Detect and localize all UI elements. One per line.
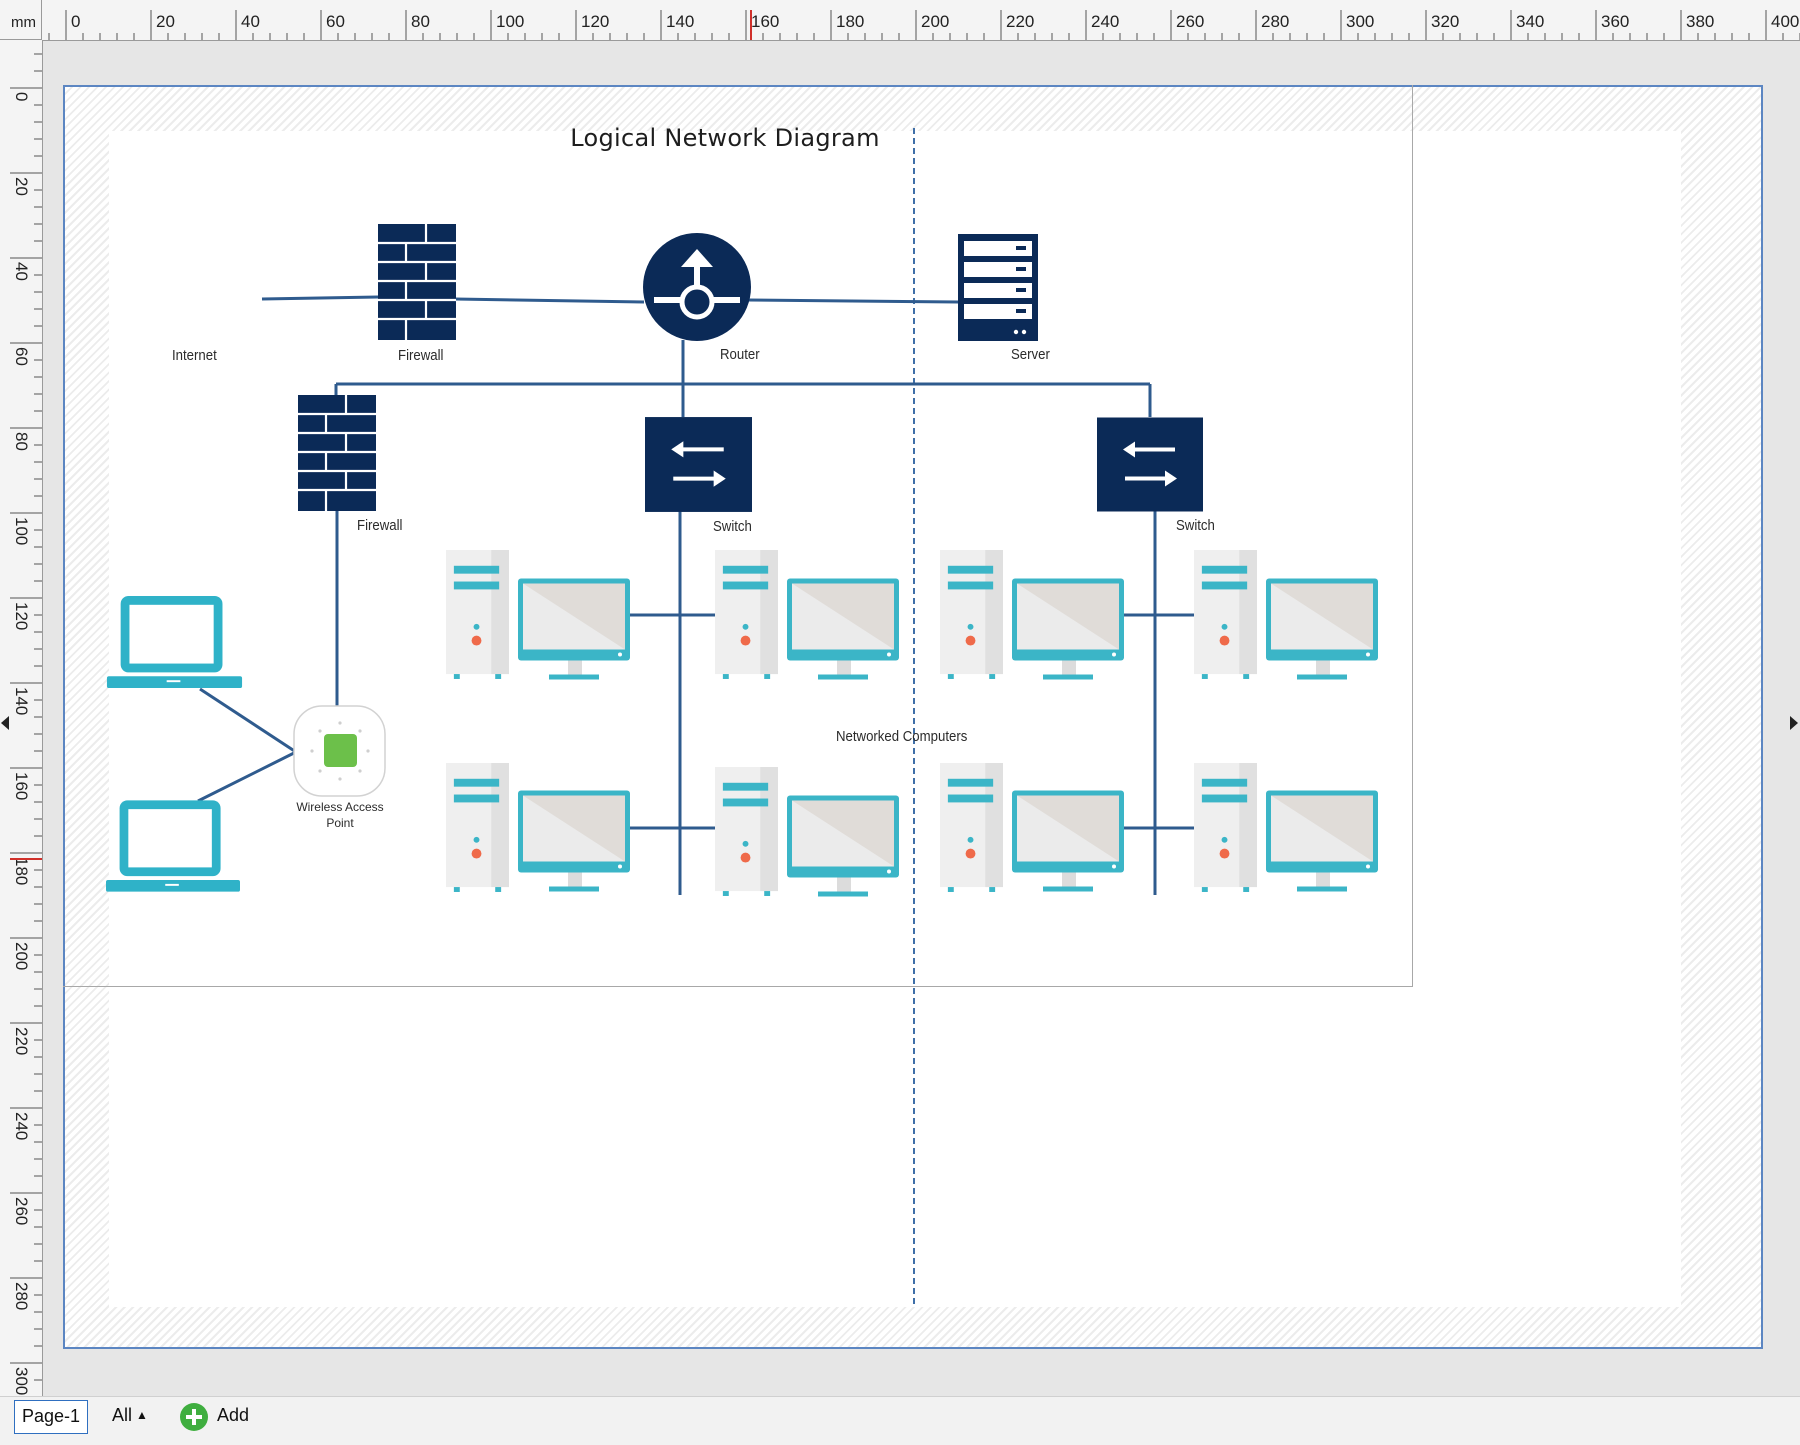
ruler-left-label: 80 [12, 432, 31, 451]
ruler-top-label: 320 [1431, 12, 1459, 31]
network-diagram[interactable] [0, 0, 1800, 1396]
ruler-left-label: 160 [12, 772, 31, 800]
switch-center-icon[interactable] [645, 417, 752, 512]
ruler-top-label: 140 [666, 12, 694, 31]
ruler-unit: mm [0, 0, 42, 40]
ruler-left-label: 200 [12, 942, 31, 970]
ruler-left-label: 220 [12, 1027, 31, 1055]
ruler-left-label: 120 [12, 602, 31, 630]
horizontal-ruler[interactable]: 0 20 40 60 80 100 120 140 160 180 200 220 240 260 280 3… [42, 0, 1800, 41]
page-break-guide [913, 128, 915, 1304]
networked-computers-label[interactable]: Networked Computers [836, 728, 968, 745]
diagram-title[interactable]: Logical Network Diagram [570, 124, 880, 152]
internet-label[interactable]: Internet [172, 347, 217, 364]
ruler-left-label: 180 [12, 857, 31, 885]
monitor-icon[interactable] [518, 578, 630, 680]
ruler-top-label: 340 [1516, 12, 1544, 31]
scroll-left-arrow-icon[interactable] [1, 716, 9, 730]
wap-label-line1: Wireless Access [296, 800, 384, 814]
firewall-top-label[interactable]: Firewall [398, 347, 444, 364]
tower-pc-icon[interactable] [446, 763, 509, 892]
ruler-top-label: 100 [496, 12, 524, 31]
ruler-top-label: 0 [71, 12, 80, 31]
page-tab-bar [0, 1396, 1800, 1445]
horizontal-ruler-scale: 0 20 40 60 80 100 120 140 160 180 200 220 240 260 280 3… [48, 10, 1800, 40]
firewall-top-icon[interactable] [378, 224, 456, 340]
all-pages-label: All [112, 1405, 133, 1425]
all-pages-menu[interactable]: All▲ [112, 1405, 148, 1426]
monitor-icon[interactable] [518, 790, 630, 892]
ruler-top-label: 260 [1176, 12, 1204, 31]
laptop-bottom-to-wap-link [197, 750, 297, 803]
scroll-right-arrow-icon[interactable] [1790, 716, 1798, 730]
monitor-icon[interactable] [1012, 790, 1124, 892]
ruler-left-label: 40 [12, 262, 31, 281]
router-to-server-link [747, 298, 959, 304]
ruler-left-label: 140 [12, 687, 31, 715]
internet-to-firewall-link [261, 295, 379, 301]
tower-pc-icon[interactable] [446, 550, 509, 679]
ruler-left-label: 20 [12, 177, 31, 196]
networked-computers-group[interactable] [446, 550, 1378, 897]
ruler-top-label: 400 [1771, 12, 1799, 31]
firewall-left-icon[interactable] [298, 395, 376, 511]
monitor-icon[interactable] [787, 795, 899, 897]
ruler-left-label: 60 [12, 347, 31, 366]
tower-pc-icon[interactable] [715, 550, 778, 679]
add-page-label: Add [217, 1405, 250, 1425]
monitor-icon[interactable] [1012, 578, 1124, 680]
ruler-left-label: 0 [12, 92, 31, 101]
vertical-ruler-scale: 0 20 40 60 80 100 120 140 160 180 200 220 240 260 280 3… [10, 53, 42, 1395]
plus-circle-icon [180, 1403, 208, 1431]
ruler-left-label: 260 [12, 1197, 31, 1225]
ruler-top-label: 380 [1686, 12, 1714, 31]
ruler-top-label: 200 [921, 12, 949, 31]
monitor-icon[interactable] [1266, 578, 1378, 680]
laptop-bottom-icon[interactable] [106, 800, 240, 892]
ruler-left-label: 100 [12, 517, 31, 545]
ruler-top-label: 160 [751, 12, 779, 31]
ruler-top-label: 40 [241, 12, 260, 31]
diagram-boundary [63, 85, 1413, 987]
laptop-top-icon[interactable] [106, 596, 243, 689]
ruler-top-label: 220 [1006, 12, 1034, 31]
connector-lines [197, 295, 1196, 895]
tower-pc-icon[interactable] [715, 767, 778, 896]
tower-pc-icon[interactable] [940, 550, 1003, 679]
ruler-top-label: 60 [326, 12, 345, 31]
ruler-left-label: 240 [12, 1112, 31, 1140]
router-label[interactable]: Router [720, 346, 760, 363]
firewall-left-label[interactable]: Firewall [357, 517, 403, 534]
server-label[interactable]: Server [1011, 346, 1050, 363]
monitor-icon[interactable] [787, 578, 899, 680]
ruler-top-label: 120 [581, 12, 609, 31]
ruler-left-label: 300 [12, 1367, 31, 1395]
server-icon[interactable] [958, 234, 1038, 341]
caret-up-icon: ▲ [136, 1408, 148, 1422]
wireless-access-point-icon[interactable] [293, 705, 386, 797]
tower-pc-icon[interactable] [940, 763, 1003, 892]
ruler-top-label: 280 [1261, 12, 1289, 31]
ruler-top-label: 80 [411, 12, 430, 31]
tower-pc-icon[interactable] [1194, 550, 1257, 679]
ruler-top-label: 20 [156, 12, 175, 31]
ruler-top-label: 180 [836, 12, 864, 31]
monitor-icon[interactable] [1266, 790, 1378, 892]
switch-right-label[interactable]: Switch [1176, 517, 1215, 534]
router-icon[interactable] [643, 233, 751, 341]
ruler-top-label: 300 [1346, 12, 1374, 31]
switch-center-label[interactable]: Switch [713, 518, 752, 535]
wap-label-line2: Point [326, 816, 354, 830]
firewall-to-router-link [454, 297, 645, 304]
switch-right-icon[interactable] [1097, 418, 1203, 512]
laptop-top-to-wap-link [199, 687, 297, 754]
ruler-left-label: 280 [12, 1282, 31, 1310]
ruler-top-label: 240 [1091, 12, 1119, 31]
tower-pc-icon[interactable] [1194, 763, 1257, 892]
wireless-access-point-label[interactable]: Wireless Access Point [280, 799, 400, 831]
page-tab-page-1[interactable]: Page-1 [14, 1400, 88, 1434]
ruler-top-label: 360 [1601, 12, 1629, 31]
